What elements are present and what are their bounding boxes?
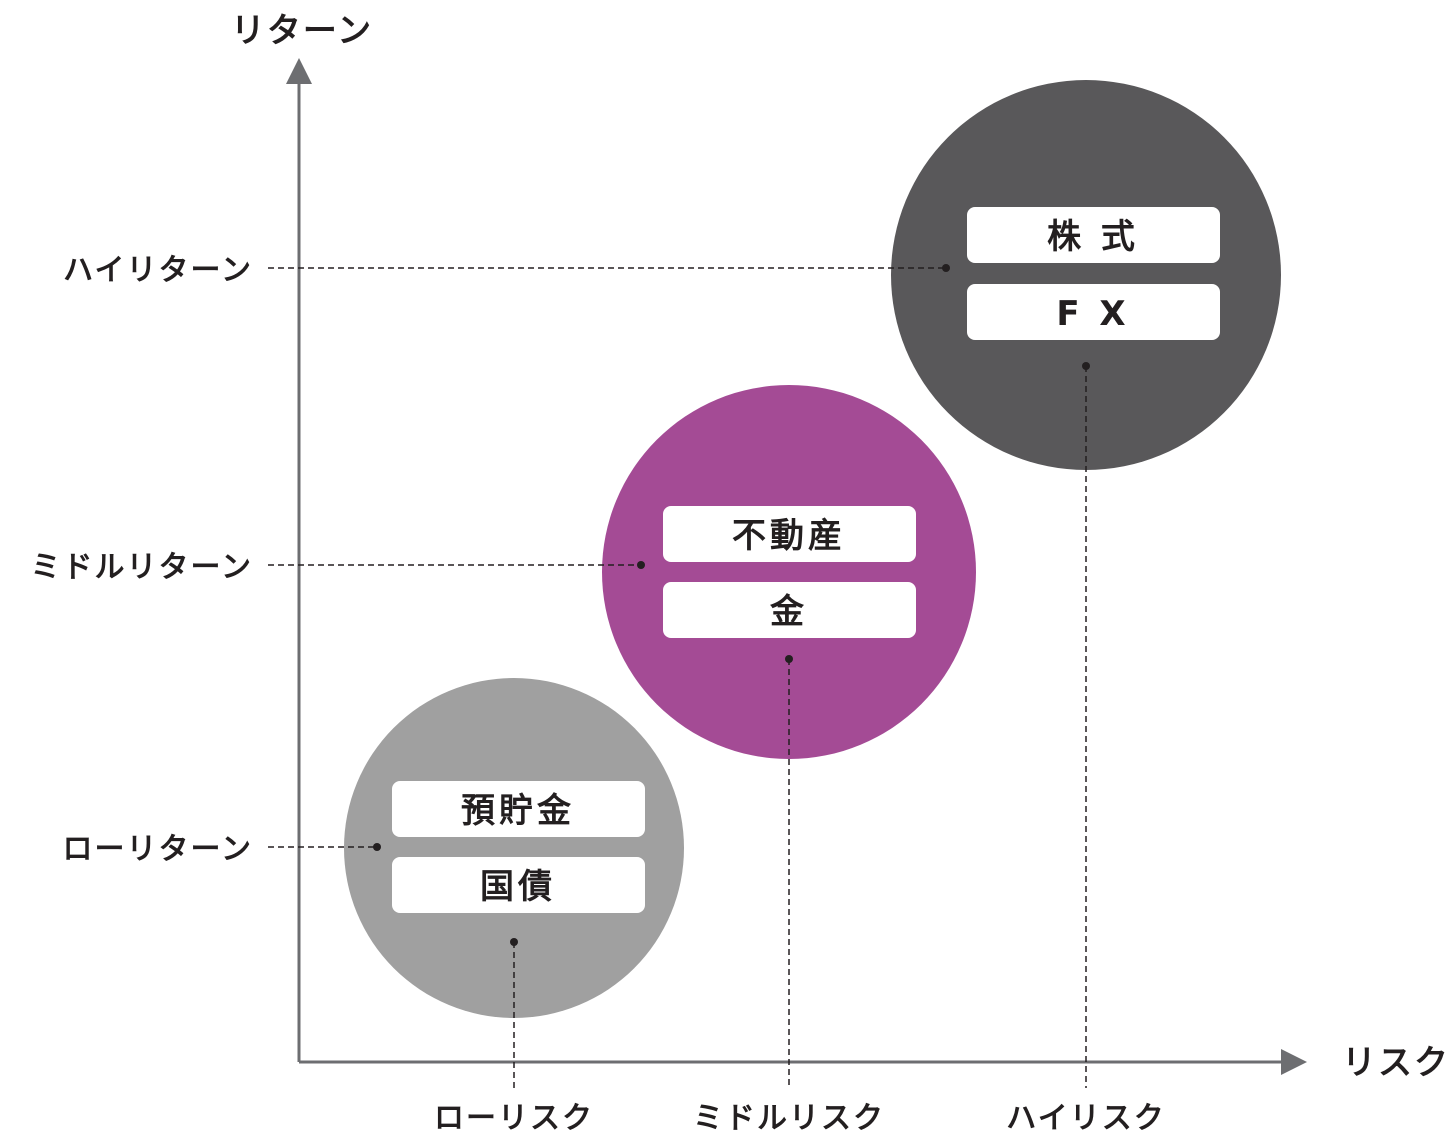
high-item-1-box <box>967 207 1220 263</box>
low-return-leader-dot <box>373 843 381 851</box>
x-tick-low-risk: ローリスク <box>434 1101 594 1136</box>
high-item-1-label: 株 式 <box>1047 217 1139 257</box>
mid-return-leader-dot <box>637 561 645 569</box>
high-item-2: F X <box>967 284 1220 340</box>
y-tick-mid-return: ミドルリターン <box>31 550 254 585</box>
mid-item-1: 不動産 <box>663 506 916 562</box>
mid-risk-circle <box>602 385 976 759</box>
high-risk-circle <box>891 80 1281 470</box>
high-item-1: 株 式 <box>967 207 1220 263</box>
mid-item-1-label: 不動産 <box>732 516 846 556</box>
low-risk-circle <box>344 678 684 1018</box>
high-return-leader-dot <box>942 264 950 272</box>
mid-item-1-box <box>663 506 916 562</box>
mid-item-2-label: 金 <box>769 592 808 632</box>
mid-risk-leader-dot <box>785 655 793 663</box>
low-item-2-label: 国債 <box>480 867 556 907</box>
low-item-2-box <box>392 857 645 913</box>
y-axis-title: リターン <box>231 11 373 51</box>
y-axis-arrow <box>286 58 312 84</box>
axes <box>286 58 1307 1075</box>
low-item-1: 預貯金 <box>392 781 645 837</box>
y-tick-high-return: ハイリターン <box>63 253 253 288</box>
low-risk-leader-dot <box>510 938 518 946</box>
y-tick-low-return: ローリターン <box>63 832 254 867</box>
x-axis-arrow <box>1281 1049 1307 1075</box>
low-item-2: 国債 <box>392 857 645 913</box>
mid-item-2-box <box>663 582 916 638</box>
mid-item-2: 金 <box>663 582 916 638</box>
x-tick-mid-risk: ミドルリスク <box>693 1101 885 1136</box>
high-item-2-label: F X <box>1056 294 1129 334</box>
x-tick-high-risk: ハイリスク <box>1006 1101 1165 1136</box>
low-item-1-label: 預貯金 <box>461 791 575 831</box>
high-risk-leader-dot <box>1082 362 1090 370</box>
high-item-2-box <box>967 284 1220 340</box>
low-item-1-box <box>392 781 645 837</box>
x-axis-title: リスク <box>1342 1043 1450 1083</box>
